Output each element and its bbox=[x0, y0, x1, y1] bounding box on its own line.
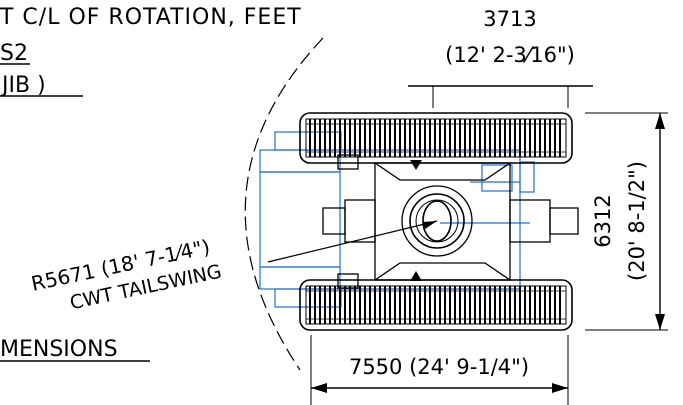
tailswing-arc bbox=[244, 37, 324, 371]
drive-arrows bbox=[410, 160, 422, 281]
dimension-width bbox=[408, 85, 593, 108]
crawler-track-top bbox=[299, 112, 573, 164]
height-mm-label: 6312 bbox=[591, 194, 615, 247]
length-label: 7550 (24' 9-1/4") bbox=[349, 355, 529, 379]
legend-jib: JIB ) bbox=[0, 73, 46, 98]
width-mm-label: 3713 bbox=[483, 7, 536, 31]
header-title: T C/L OF ROTATION, FEET bbox=[0, 5, 302, 30]
carbody bbox=[322, 154, 579, 289]
width-ftin-label: (12' 2-3⁄16") bbox=[445, 43, 575, 67]
footer-fragment: MENSIONS bbox=[0, 337, 118, 362]
tailswing-leader bbox=[267, 220, 438, 263]
height-ftin-label: (20' 8-1/2") bbox=[625, 161, 649, 281]
dimension-height bbox=[585, 112, 668, 331]
legend-code: S2 bbox=[0, 41, 28, 66]
crawler-track-bottom bbox=[299, 279, 573, 331]
tailswing-label-group: R5671 (18' 7-1⁄4") CWT TAILSWING bbox=[29, 234, 223, 314]
dimension-length bbox=[310, 335, 569, 405]
slew-ring bbox=[401, 185, 473, 257]
